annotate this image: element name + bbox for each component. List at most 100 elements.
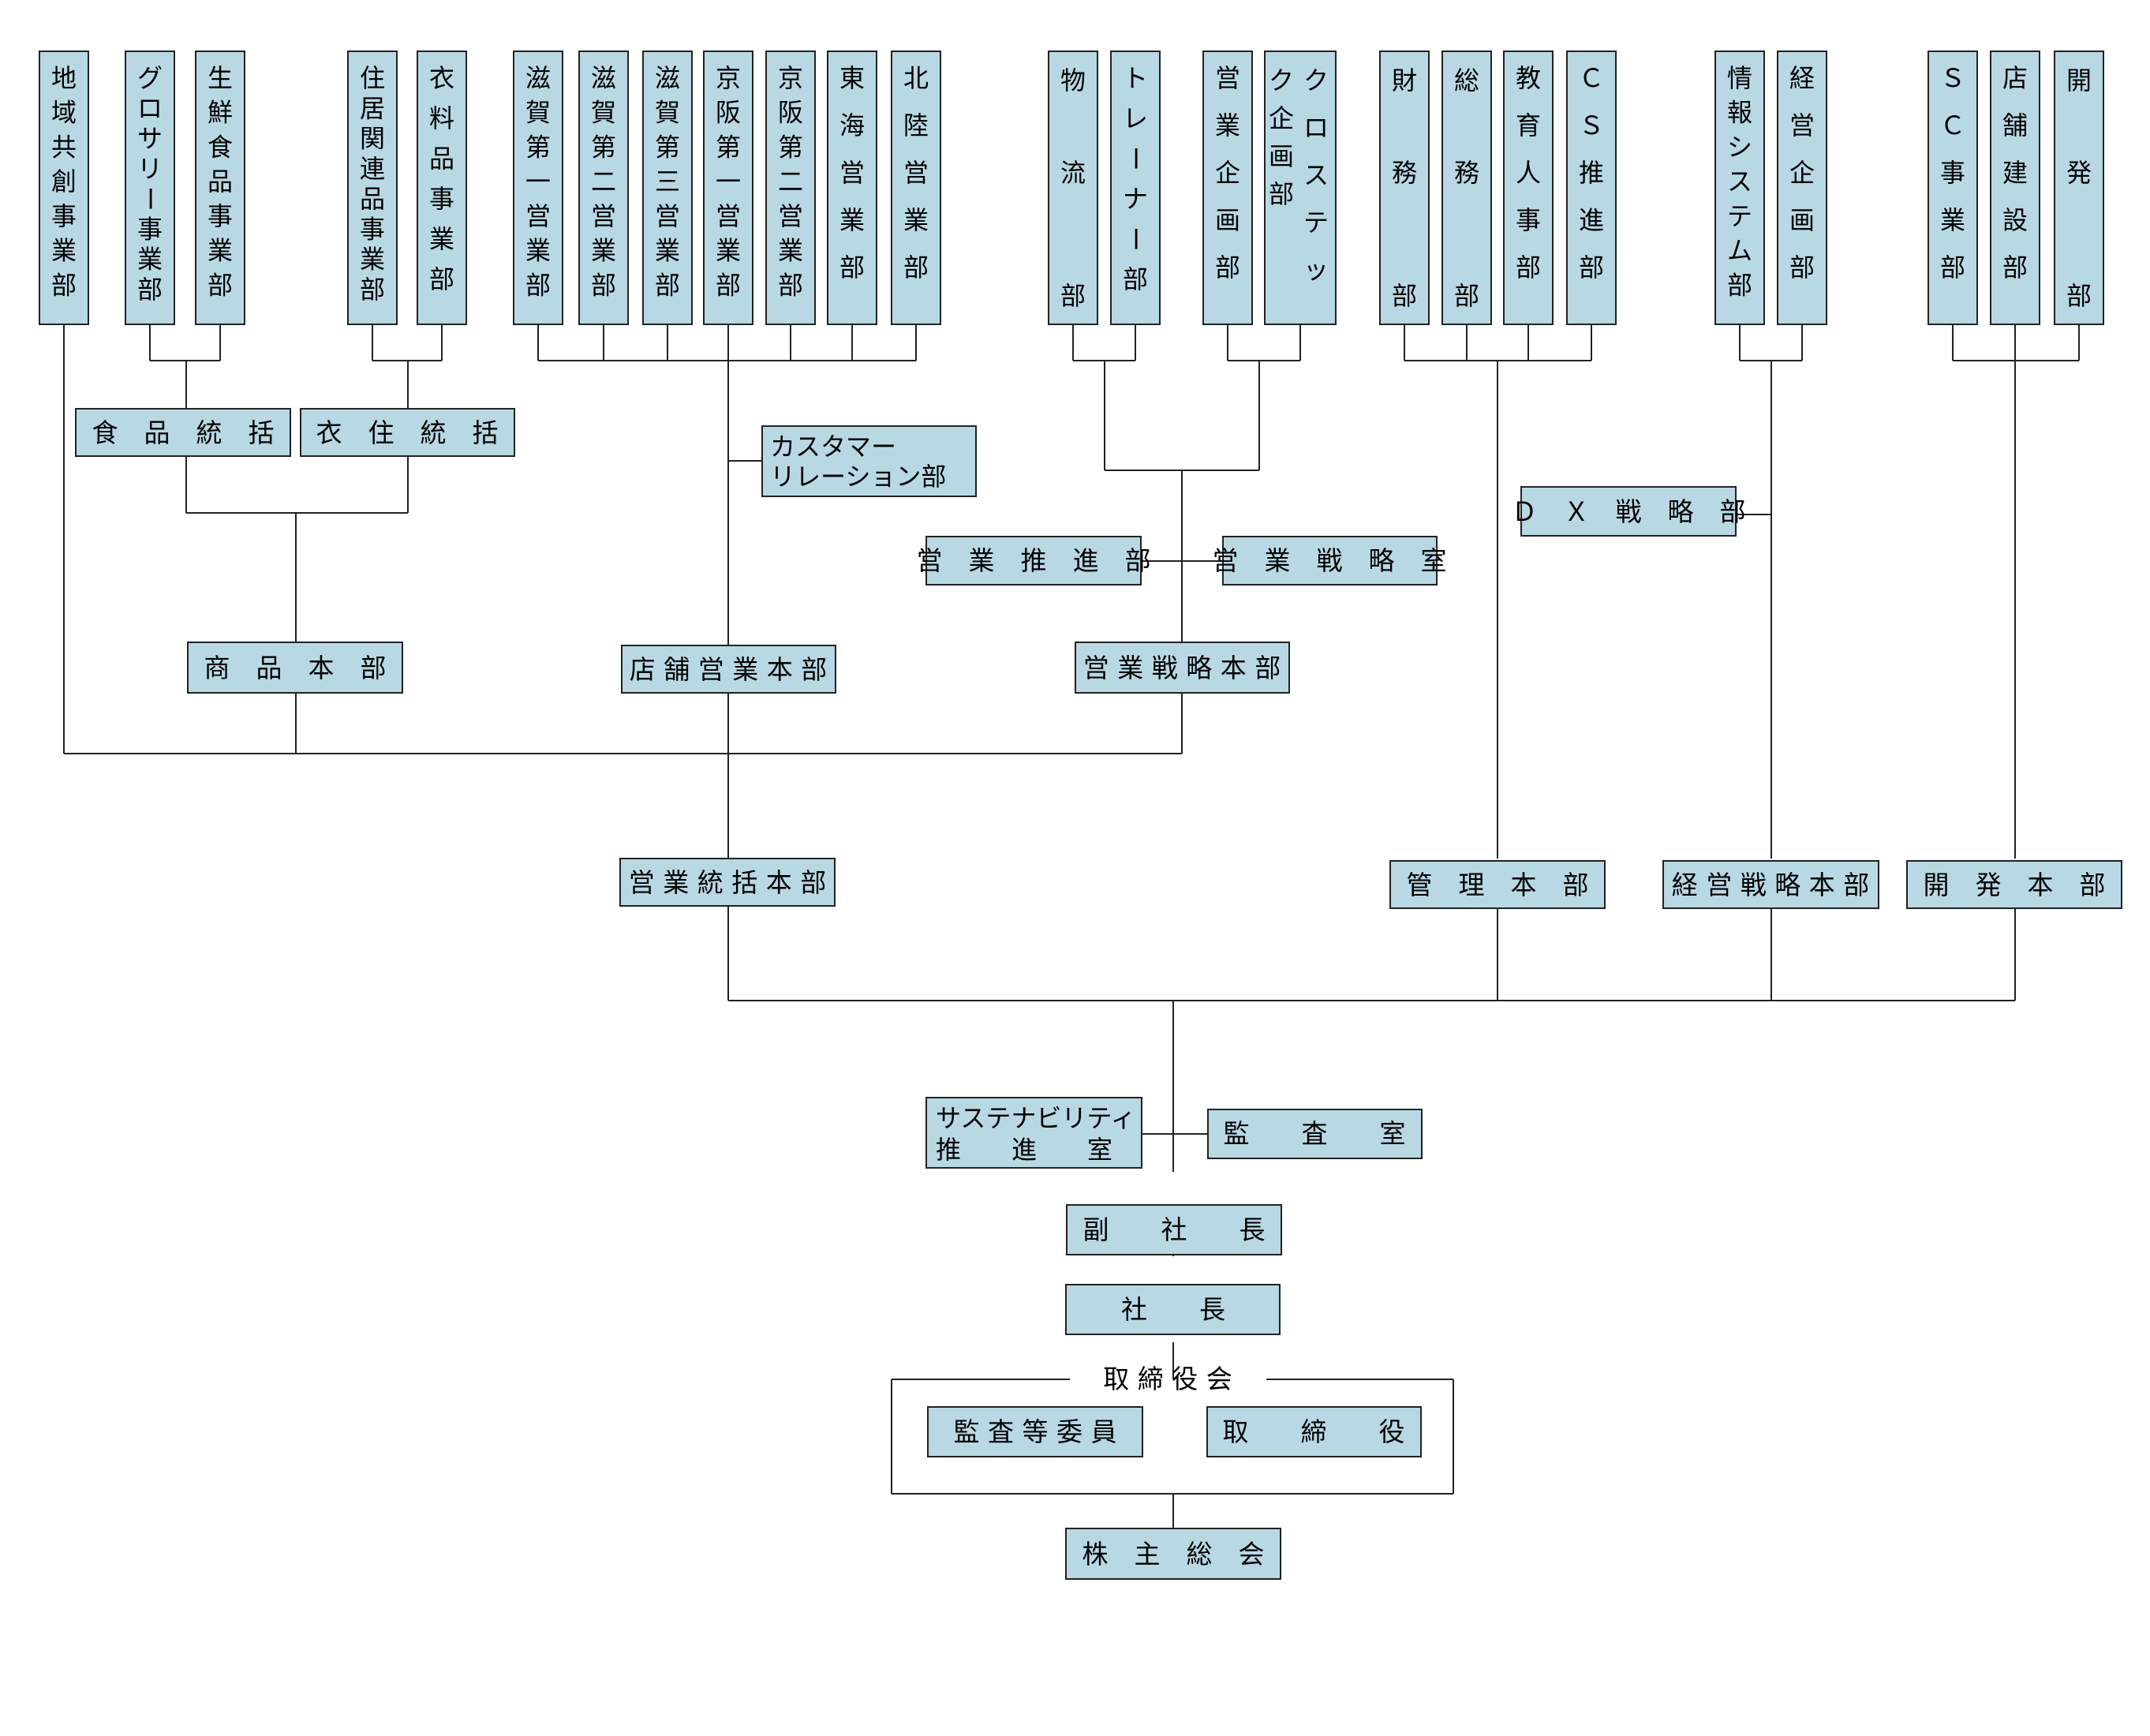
department-label-char: ー [1120, 226, 1150, 252]
department-label-char: 業 [360, 245, 385, 275]
department-row: 地域共創事業部グロサリー事業部生鮮食品事業部住居関連品事業部衣料品事業部滋賀第一… [39, 51, 2104, 325]
department-label-char: 関 [360, 124, 385, 154]
department-box-frame [2054, 51, 2104, 325]
department-label-char: 北 [903, 63, 929, 93]
department-label-char: ム [1727, 236, 1752, 266]
department-label-char: 部 [1789, 253, 1815, 282]
audit-committee-member: 監 査 等 委 員 [927, 1406, 1143, 1457]
department-box-frame [125, 51, 175, 325]
corporate-strategy-hq: 経 営 戦 略 本 部 [1662, 860, 1879, 909]
department-label-char: Ｃ [1940, 110, 1965, 140]
department-label-char: ナ [1123, 184, 1148, 214]
department-label-char: 部 [137, 275, 163, 305]
department-label-char: 財 [1392, 65, 1417, 95]
department-box-frame [1928, 51, 1978, 325]
department-box-frame [703, 51, 753, 325]
department-label-char: 部 [1392, 281, 1417, 311]
department-label-char: Ｃ [1579, 63, 1604, 93]
department-box-frame [765, 51, 816, 325]
department-label-char: 部 [591, 270, 616, 300]
department-box-frame [1441, 51, 1492, 325]
department-label-char: ロ [1303, 113, 1329, 143]
department-box-frame [1264, 51, 1337, 325]
clothing-housing-division: 衣 住 統 括 [300, 408, 515, 457]
svg-text:推 進 室: 推 進 室 [936, 1135, 1112, 1165]
department-label-char: 業 [716, 236, 741, 266]
department-box: 開発部 [2054, 51, 2104, 325]
department-label-char: 海 [839, 110, 865, 140]
management-hq: 管 理 本 部 [1389, 860, 1606, 909]
department-label-char: 務 [1392, 158, 1417, 188]
department-label-char: 部 [716, 270, 741, 300]
merchandise-hq: 商 品 本 部 [187, 642, 403, 694]
department-label-char: 業 [1215, 110, 1240, 140]
department-box-frame [1379, 51, 1430, 325]
department-label-char: 第 [525, 132, 551, 162]
audit-office: 監 査 室 [1207, 1109, 1423, 1159]
department-label-char: 企 [1269, 103, 1294, 133]
svg-text:経 営 戦 略 本 部: 経 営 戦 略 本 部 [1672, 870, 1869, 900]
dx-strategy-dept: Ｄ Ｘ 戦 略 部 [1512, 486, 1746, 537]
svg-text:カスタマー: カスタマー [770, 432, 896, 462]
department-label-char: 賀 [591, 98, 616, 128]
department-label-char: 部 [51, 270, 77, 300]
department-label-char: 推 [1579, 158, 1604, 188]
svg-text:監 査 等 委 員: 監 査 等 委 員 [954, 1416, 1117, 1447]
department-box-frame [578, 51, 629, 325]
svg-text:食 品 統 括: 食 品 統 括 [92, 417, 275, 448]
department-label-char: 陸 [903, 110, 929, 140]
department-box: 財務部 [1379, 51, 1430, 325]
department-label-char: 二 [778, 166, 803, 196]
department-label-char: 品 [360, 184, 385, 214]
department-label-char: 営 [839, 158, 865, 188]
department-label-char: 営 [903, 158, 929, 188]
svg-text:監 査 室: 監 査 室 [1224, 1118, 1406, 1149]
sales-promotion-dept: 営 業 推 進 部 [917, 536, 1151, 586]
svg-text:社 長: 社 長 [1121, 1294, 1225, 1325]
department-label-char: 人 [1516, 158, 1541, 188]
department-label-char: ト [1123, 63, 1148, 93]
department-label-char: 部 [1940, 253, 1965, 282]
department-label-char: 滋 [655, 63, 680, 93]
department-label-char: 業 [655, 236, 680, 266]
vice-president: 副 社 長 [1066, 1204, 1282, 1255]
department-label-char: ス [1727, 166, 1752, 196]
department-label-char: 事 [208, 201, 233, 231]
president: 社 長 [1065, 1284, 1281, 1335]
department-box-frame [1714, 51, 1765, 325]
department-label-char: 部 [1454, 281, 1479, 311]
department-label-char: 事 [1940, 158, 1965, 188]
department-box-frame [1503, 51, 1554, 325]
sales-integration-hq: 営 業 統 括 本 部 [619, 858, 836, 907]
department-label-char: 滋 [591, 63, 616, 93]
department-label-char: 総 [1454, 65, 1479, 95]
department-label-char: 発 [2066, 158, 2092, 188]
department-label-char: 食 [208, 132, 233, 162]
sales-strategy-hq: 営 業 戦 略 本 部 [1075, 642, 1290, 694]
department-label-char: 務 [1454, 158, 1479, 188]
development-hq: 開 発 本 部 [1906, 860, 2122, 909]
department-label-char: テ [1727, 201, 1752, 231]
department-box-frame [1202, 51, 1253, 325]
department-label-char: 衣 [429, 63, 454, 93]
department-label-char: 第 [778, 132, 803, 162]
department-label-char: ク [1303, 65, 1329, 95]
department-label-char: 開 [2066, 65, 2092, 95]
department-label-char: 第 [655, 132, 680, 162]
department-label-char: 流 [1060, 158, 1086, 188]
department-box: 総務部 [1441, 51, 1492, 325]
department-box-frame [39, 51, 89, 325]
department-label-char: 生 [208, 63, 233, 93]
department-box-frame [1110, 51, 1161, 325]
department-label-char: 地 [51, 63, 77, 93]
department-label-char: 事 [360, 214, 385, 244]
department-box-frame [1048, 51, 1098, 325]
